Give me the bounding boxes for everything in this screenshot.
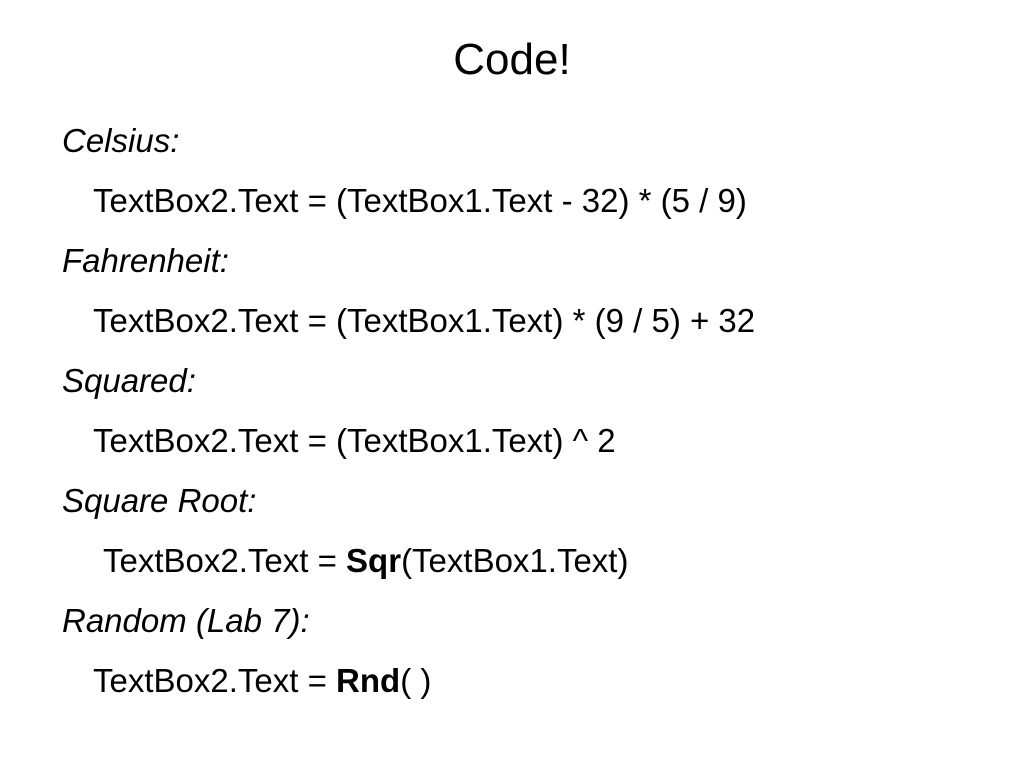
code-line-squared: TextBox2.Text = (TextBox1.Text) ^ 2 bbox=[93, 422, 616, 459]
section-label-random: Random (Lab 7): bbox=[62, 602, 310, 639]
code-suffix: (TextBox1.Text) bbox=[401, 542, 629, 579]
section-label-squared: Squared: bbox=[62, 362, 196, 399]
slide-body: Celsius: TextBox2.Text = (TextBox1.Text … bbox=[62, 111, 1002, 711]
code-keyword-rnd: Rnd bbox=[336, 662, 401, 699]
code-prefix: TextBox2.Text = bbox=[93, 662, 337, 699]
code-prefix: TextBox2.Text = bbox=[103, 542, 347, 579]
code-keyword-sqr: Sqr bbox=[346, 542, 402, 579]
section-label-celsius: Celsius: bbox=[62, 122, 180, 159]
slide-title: Code! bbox=[453, 35, 571, 84]
section-label-square-root: Square Root: bbox=[62, 482, 257, 519]
code-line-random: TextBox2.Text = Rnd( ) bbox=[62, 651, 1002, 711]
code-line-celsius: TextBox2.Text = (TextBox1.Text - 32) * (… bbox=[93, 182, 747, 219]
code-line-fahrenheit: TextBox2.Text = (TextBox1.Text) * (9 / 5… bbox=[93, 302, 756, 339]
code-line-square-root: TextBox2.Text = Sqr(TextBox1.Text) bbox=[62, 531, 1002, 591]
code-suffix: ( ) bbox=[400, 662, 432, 699]
section-label-fahrenheit: Fahrenheit: bbox=[62, 242, 229, 279]
